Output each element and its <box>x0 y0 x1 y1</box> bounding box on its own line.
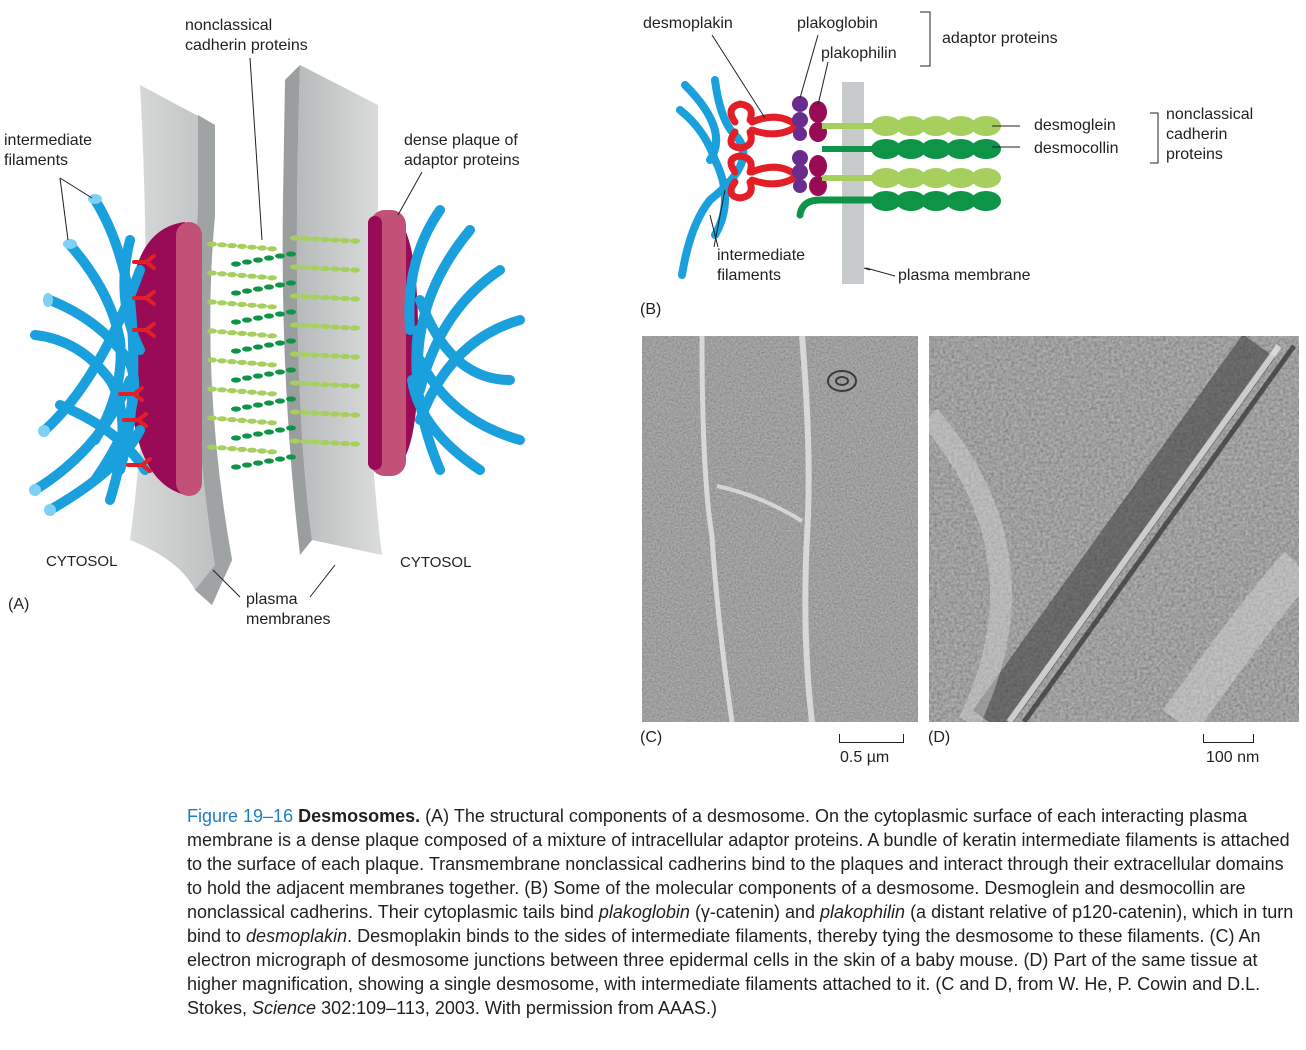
label-desmoglein: desmoglein <box>1034 117 1116 134</box>
caption-text-5: 302:109–113, 2003. With permission from … <box>316 998 717 1018</box>
figure-title: Desmosomes. <box>298 806 421 826</box>
caption-text-3: (a distant relative of p120-catenin), wh… <box>187 902 1294 946</box>
scale-bar-c <box>839 734 904 743</box>
desmoplakin-shapes <box>727 100 804 202</box>
figure-number: Figure 19–16 <box>187 806 294 826</box>
left-adaptor-proteins <box>118 254 156 473</box>
caption-text-2: (γ-catenin) and <box>689 902 820 922</box>
caption-italic-science: Science <box>252 998 317 1018</box>
micrograph-d <box>929 336 1299 722</box>
label-desmocollin: desmocollin <box>1034 140 1119 157</box>
panel-d-label: (D) <box>928 729 951 746</box>
caption-italic-plakoglobin: plakoglobin <box>598 902 690 922</box>
panel-b-diagram <box>676 11 1159 284</box>
panel-b-label: (B) <box>640 301 662 318</box>
right-intermediate-filaments <box>404 205 525 475</box>
label-plakoglobin: plakoglobin <box>797 15 878 32</box>
label-plasma-membrane-b: plasma membrane <box>898 267 1031 284</box>
panel-a-label: (A) <box>8 596 30 613</box>
scale-label-d: 100 nm <box>1206 749 1260 766</box>
figure-caption: Figure 19–16 Desmosomes. (A) The structu… <box>187 804 1299 1020</box>
label-adaptor-proteins: adaptor proteins <box>942 30 1058 47</box>
cadherin-chains <box>207 235 360 470</box>
plakophilin-shapes <box>792 96 808 193</box>
caption-text-1: (A) The structural components of a desmo… <box>187 806 1290 922</box>
plasma-membrane-bar <box>842 82 864 284</box>
scale-label-c: 0.5 µm <box>840 749 890 766</box>
scale-bar-d <box>1203 734 1254 743</box>
caption-italic-desmoplakin: desmoplakin <box>246 926 348 946</box>
micrograph-c <box>642 336 918 722</box>
desmoglein-ectodomains <box>871 116 1001 211</box>
label-plakophilin: plakophilin <box>821 45 897 62</box>
caption-italic-plakophilin: plakophilin <box>820 902 906 922</box>
cadherin-tails <box>796 123 876 219</box>
caption-text-4: . Desmoplakin binds to the sides of inte… <box>187 926 1261 1018</box>
left-plaque-edge <box>176 222 202 496</box>
panel-c-label: (C) <box>640 729 663 746</box>
label-cytosol-left: CYTOSOL <box>46 553 118 570</box>
panel-a-diagram <box>29 57 525 605</box>
label-cytosol-right: CYTOSOL <box>400 554 472 571</box>
label-desmoplakin: desmoplakin <box>643 15 733 32</box>
right-plasma-membrane <box>296 65 382 555</box>
